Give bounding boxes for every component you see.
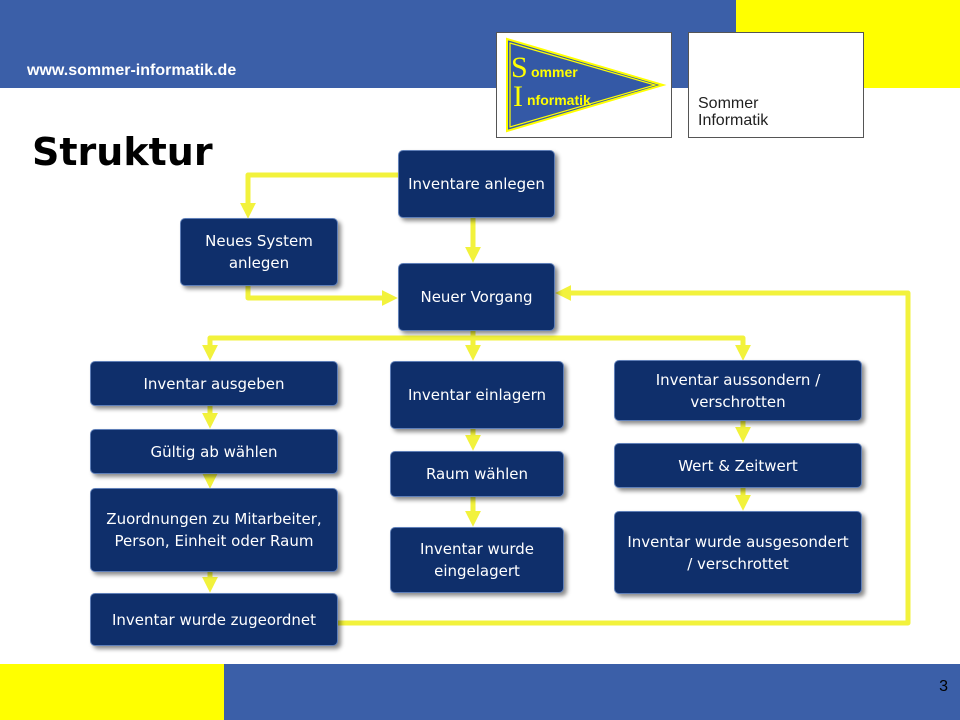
node-inventar-aussondern: Inventar aussondern / verschrotten <box>614 360 862 421</box>
edge-vorgang-to-aussondern <box>473 335 752 361</box>
edge-zugeordnet-to-neuer-vorgang <box>338 284 911 626</box>
node-neuer-vorgang: Neuer Vorgang <box>398 263 555 331</box>
footer-band <box>224 664 960 720</box>
node-wert-zeitwert: Wert & Zeitwert <box>614 443 862 488</box>
page-title: Struktur <box>32 130 213 174</box>
logo-initial-i: I <box>513 80 523 113</box>
node-inventar-wurde-zugeordnet: Inventar wurde zugeordnet <box>90 593 338 646</box>
node-inventar-wurde-ausgesondert: Inventar wurde ausgesondert / verschrott… <box>614 511 862 594</box>
page-number: 3 <box>939 678 948 695</box>
website-url: www.sommer-informatik.de <box>27 62 237 79</box>
logo-line-2: nformatik <box>527 92 591 108</box>
logo-line-1: ommer <box>531 64 578 80</box>
edge-neues-system-to-neuer-vorgang <box>245 286 398 307</box>
node-inventar-wurde-eingelagert: Inventar wurde eingelagert <box>390 527 564 593</box>
node-raum-waehlen: Raum wählen <box>390 451 564 497</box>
edge-inventare-to-neues-system <box>239 172 398 219</box>
edge-vorgang-to-ausgeben <box>201 331 476 361</box>
footer-accent-band <box>0 664 224 720</box>
pennant-logo-graphic: S ommer I nformatik <box>506 37 667 133</box>
node-zuordnungen: Zuordnungen zu Mitarbeiter, Person, Einh… <box>90 488 338 572</box>
node-neues-system-anlegen: Neues System anlegen <box>180 218 338 286</box>
text-logo-label: Sommer Informatik <box>698 95 768 129</box>
node-inventar-einlagern: Inventar einlagern <box>390 361 564 429</box>
pennant-logo: S ommer I nformatik <box>496 32 672 138</box>
text-logo-line-1: Sommer <box>698 95 759 112</box>
logo-initial-s: S <box>511 51 528 84</box>
text-logo: Sommer Informatik <box>688 32 864 138</box>
node-inventar-ausgeben: Inventar ausgeben <box>90 361 338 406</box>
node-inventare-anlegen: Inventare anlegen <box>398 150 555 218</box>
node-gueltig-ab-waehlen: Gültig ab wählen <box>90 429 338 474</box>
text-logo-line-2: Informatik <box>698 112 769 129</box>
